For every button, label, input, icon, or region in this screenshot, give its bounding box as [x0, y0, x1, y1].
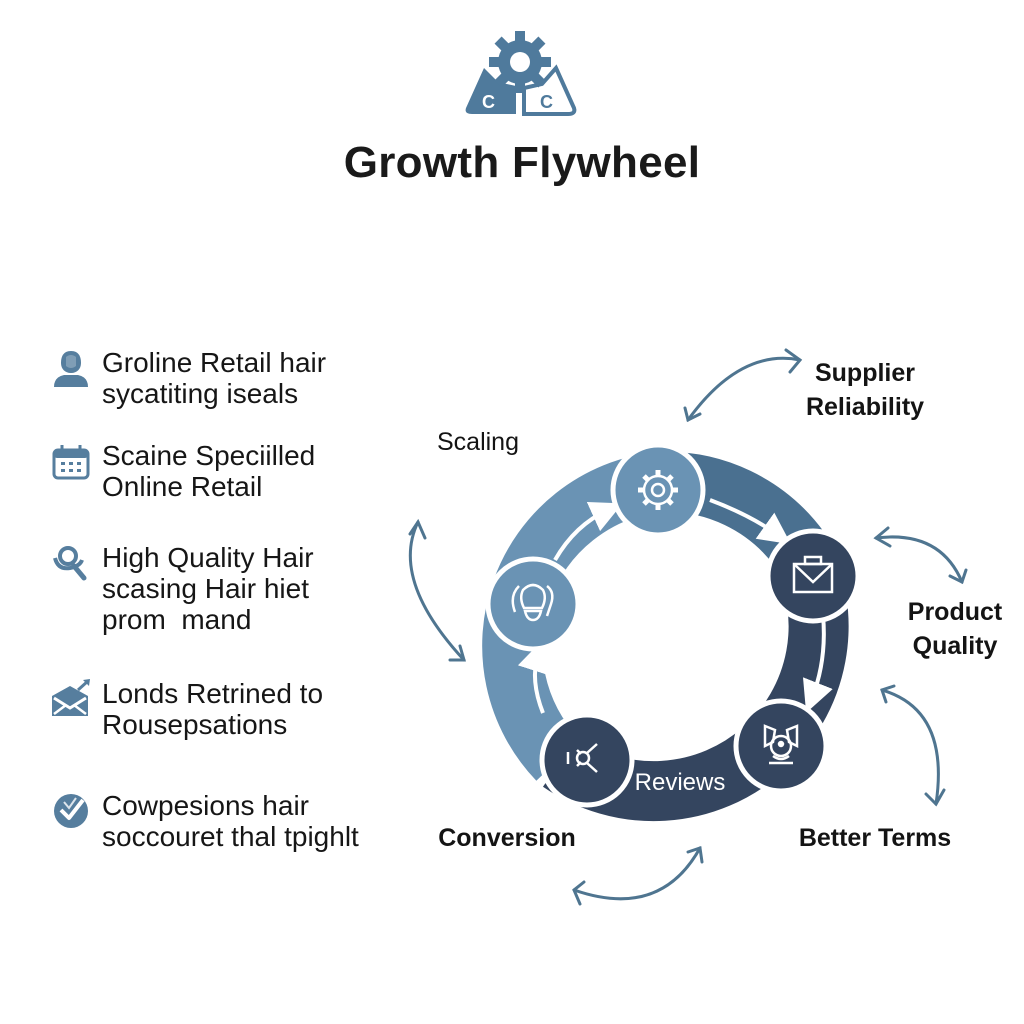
user-icon	[54, 351, 88, 387]
list-item: Scaine Speciilled Online Retail	[50, 440, 372, 502]
svg-text:C: C	[540, 92, 553, 112]
label-better-terms: Better Terms	[798, 824, 952, 852]
double-arrow-scaling	[408, 520, 466, 662]
list-item: Groline Retail hair sycatiting iseals	[50, 347, 372, 409]
double-arrow-supplier	[686, 356, 802, 422]
svg-text:C: C	[482, 92, 495, 112]
gear-flask-icon: C C	[465, 31, 577, 116]
calendar-icon	[52, 445, 90, 480]
label-supplier-reliability: Supplier Reliability	[805, 359, 925, 421]
node-left	[485, 556, 581, 652]
reviews-label: Reviews	[635, 769, 726, 796]
award-icon	[763, 724, 799, 765]
check-badge-icon	[54, 794, 88, 828]
double-arrow-conversion	[572, 846, 702, 901]
magnifier-icon	[53, 546, 87, 581]
node-right	[765, 528, 861, 624]
list-item-text: Cowpesions hair soccouret thal tpighlt	[102, 790, 359, 852]
list-item-text: Scaine Speciilled Online Retail	[102, 440, 316, 502]
list-item-text: High Quality Hair scasing Hair hiet prom…	[102, 542, 314, 635]
flywheel-graphic: Reviews	[408, 348, 968, 906]
envelope-arrow-icon	[52, 679, 90, 716]
lightbulb-icon	[511, 583, 554, 622]
flow-arrow	[802, 614, 833, 713]
gear-icon	[638, 470, 678, 510]
node-top	[610, 442, 706, 538]
flow-arrow	[553, 502, 623, 561]
label-conversion: Conversion	[438, 824, 576, 852]
briefcase-icon	[792, 555, 834, 594]
list-item-text: Londs Retrined to Rousepsations	[102, 678, 324, 740]
double-arrow-terms	[880, 688, 940, 806]
wrench-icon	[566, 743, 598, 773]
label-product-quality: Product Quality	[907, 598, 1003, 660]
double-arrow-product	[874, 535, 964, 584]
list-item: Londs Retrined to Rousepsations	[50, 678, 372, 740]
page-title: Growth Flywheel	[343, 138, 701, 187]
flow-arrow	[517, 639, 549, 714]
list-item-text: Groline Retail hair sycatiting iseals	[102, 347, 327, 409]
list-item: High Quality Hair scasing Hair hiet prom…	[50, 542, 372, 635]
list-item: Cowpesions hair soccouret thal tpighlt	[50, 790, 372, 852]
node-bottom-left	[539, 712, 635, 808]
flow-arrow	[709, 498, 792, 545]
label-scaling: Scaling	[437, 428, 519, 456]
flywheel-diagram: Reviews Scaling Supplier Reliability Pro…	[380, 330, 1024, 930]
